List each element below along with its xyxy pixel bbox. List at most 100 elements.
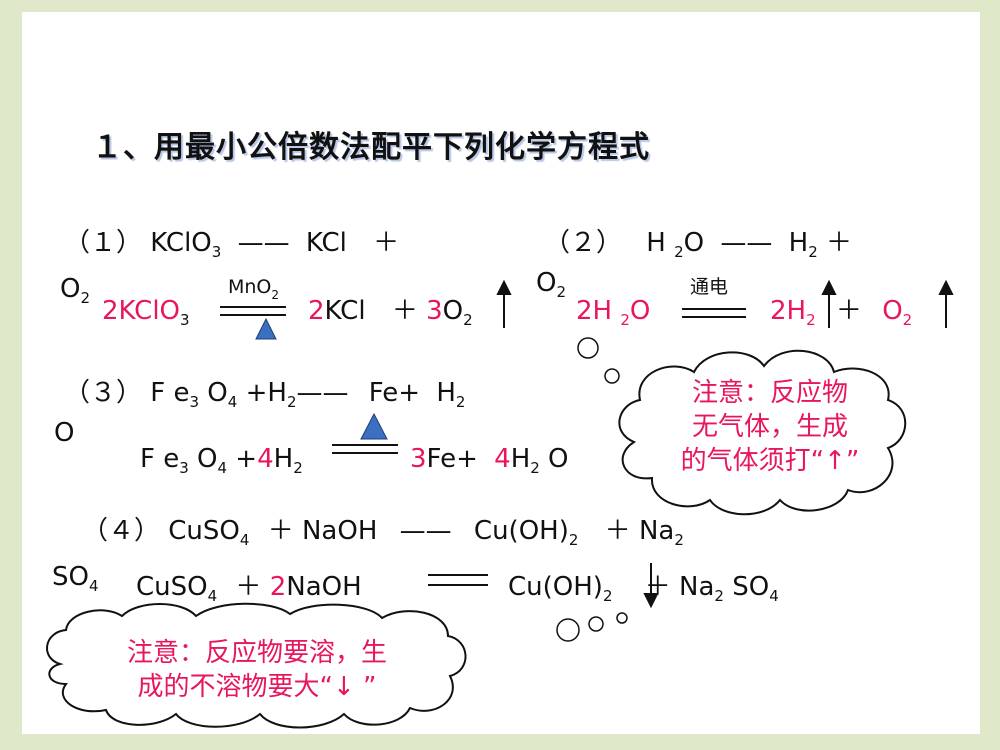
heat-triangle-icon <box>255 317 277 340</box>
formula: O <box>60 274 81 304</box>
formula: H <box>592 296 621 326</box>
formula: Fe+ <box>368 378 421 408</box>
plus-sign: ＋ <box>826 228 853 258</box>
formula: F e <box>150 378 190 408</box>
subscript: 4 <box>239 531 250 549</box>
formula: NaOH <box>286 572 362 602</box>
formula: H <box>436 378 456 408</box>
subscript: 4 <box>227 393 238 411</box>
subscript: 2 <box>806 311 816 329</box>
note-line: 的气体须打“↑” <box>680 446 860 476</box>
plus-sign: ＋ <box>267 516 294 546</box>
formula: H <box>646 228 675 258</box>
formula: SO <box>52 562 89 592</box>
subscript: 2 <box>463 311 473 329</box>
equals-line <box>220 314 286 316</box>
formula: KCl <box>305 228 347 258</box>
up-arrow-head-icon <box>496 279 512 295</box>
bubble-dot <box>604 368 620 384</box>
eq-number: （１） <box>64 228 143 258</box>
eq4-balanced-right: Cu(OH)2 ＋ Na2 SO4 <box>508 572 779 604</box>
subscript: 2 <box>271 288 280 302</box>
eq4-original: （４） CuSO4 ＋ NaOH —— Cu(OH)2 ＋ Na2 <box>82 516 684 548</box>
coefficient: 3 <box>410 444 427 474</box>
coefficient: 2 <box>102 296 119 326</box>
equals-line <box>428 584 488 586</box>
formula: NaOH <box>301 516 378 546</box>
subscript: 2 <box>286 393 297 411</box>
formula: H <box>788 228 809 258</box>
equals-line <box>220 306 286 308</box>
coefficient: 2 <box>308 296 325 326</box>
formula: O <box>199 378 228 408</box>
subscript: 2 <box>808 243 818 261</box>
subscript: 2 <box>602 587 613 605</box>
subscript: 2 <box>556 283 567 301</box>
eq1-balanced-left: 2KClO3 <box>102 296 190 328</box>
formula: O <box>536 268 557 298</box>
formula: H <box>273 444 294 474</box>
subscript: 2 <box>80 289 91 307</box>
plus-sign: ＋ <box>373 228 400 258</box>
eq4-original-cont: SO4 <box>52 562 99 594</box>
bubble-dot <box>588 616 604 632</box>
coefficient: 2 <box>576 296 593 326</box>
subscript: 3 <box>180 311 190 329</box>
eq-number: （２） <box>544 228 623 258</box>
subscript: 4 <box>217 459 228 477</box>
heat-triangle-icon <box>360 412 388 440</box>
formula: O <box>188 444 218 474</box>
bubble-dot <box>616 612 628 624</box>
arrow-line: —— <box>399 516 452 546</box>
eq3-balanced-right: 3Fe+ 4H2 O <box>410 444 569 476</box>
note-line: 成的不溶物要大“↓ ” <box>137 672 377 702</box>
coefficient: 4 <box>494 444 511 474</box>
eq1-original: （１） KClO3 —— KCl ＋ <box>64 228 400 260</box>
eq-number: （４） <box>82 516 161 546</box>
eq3-original: （３） F e3 O4 +H2—— Fe+ H2 <box>64 378 465 410</box>
subscript: 4 <box>88 577 99 595</box>
eq2-condition: 通电 <box>690 276 729 298</box>
bubble-dot <box>556 618 580 642</box>
eq1-original-cont: O2 <box>60 274 90 306</box>
bubble-dot <box>577 337 599 359</box>
eq1-balanced-right: 2KCl ＋ 3O2 <box>308 296 473 328</box>
precipitate-note: 注意：反应物要溶，生 成的不溶物要大“↓ ” <box>82 636 432 704</box>
formula: KClO <box>150 228 212 258</box>
formula: H <box>786 296 807 326</box>
cloud-shape <box>618 349 907 516</box>
subscript: 3 <box>211 243 222 261</box>
formula: O <box>539 444 569 474</box>
subscript: 2 <box>714 587 724 605</box>
subscript: 2 <box>620 311 630 329</box>
note-line: 注意：反应物 <box>691 378 848 408</box>
eq2-original: （２） H 2O —— H2 ＋ <box>544 228 853 260</box>
catalyst-formula: MnO <box>228 276 272 298</box>
formula: SO <box>723 572 770 602</box>
equals-line <box>428 574 488 576</box>
subscript: 2 <box>455 393 466 411</box>
formula: Na <box>679 572 715 602</box>
plus-sign: ＋ <box>235 572 262 602</box>
formula: O <box>442 296 464 326</box>
eq2-original-cont: O2 <box>536 268 566 300</box>
page-title: １、用最小公倍数法配平下列化学方程式 <box>92 130 650 165</box>
arrow-line: —— <box>720 228 773 258</box>
formula: O <box>683 228 705 258</box>
subscript: 3 <box>189 393 200 411</box>
note-line: 无气体，生成 <box>691 412 848 442</box>
formula: Cu(OH) <box>473 516 569 546</box>
gas-note: 注意：反应物 无气体，生成 的气体须打“↑” <box>672 376 868 478</box>
formula: Cu(OH) <box>508 572 603 602</box>
coefficient: 3 <box>426 296 443 326</box>
eq-number: （３） <box>64 378 143 408</box>
formula: +H <box>237 378 287 408</box>
arrow-line: —— <box>296 378 349 408</box>
coefficient: 2 <box>269 572 287 602</box>
plus-sign: + <box>227 444 258 474</box>
eq2-balanced-right: 2H2 ＋ O2 <box>770 296 912 328</box>
equals-line <box>682 316 746 318</box>
down-arrow-head-icon <box>643 593 659 609</box>
formula: KClO <box>118 296 181 326</box>
subscript: 4 <box>207 587 218 605</box>
